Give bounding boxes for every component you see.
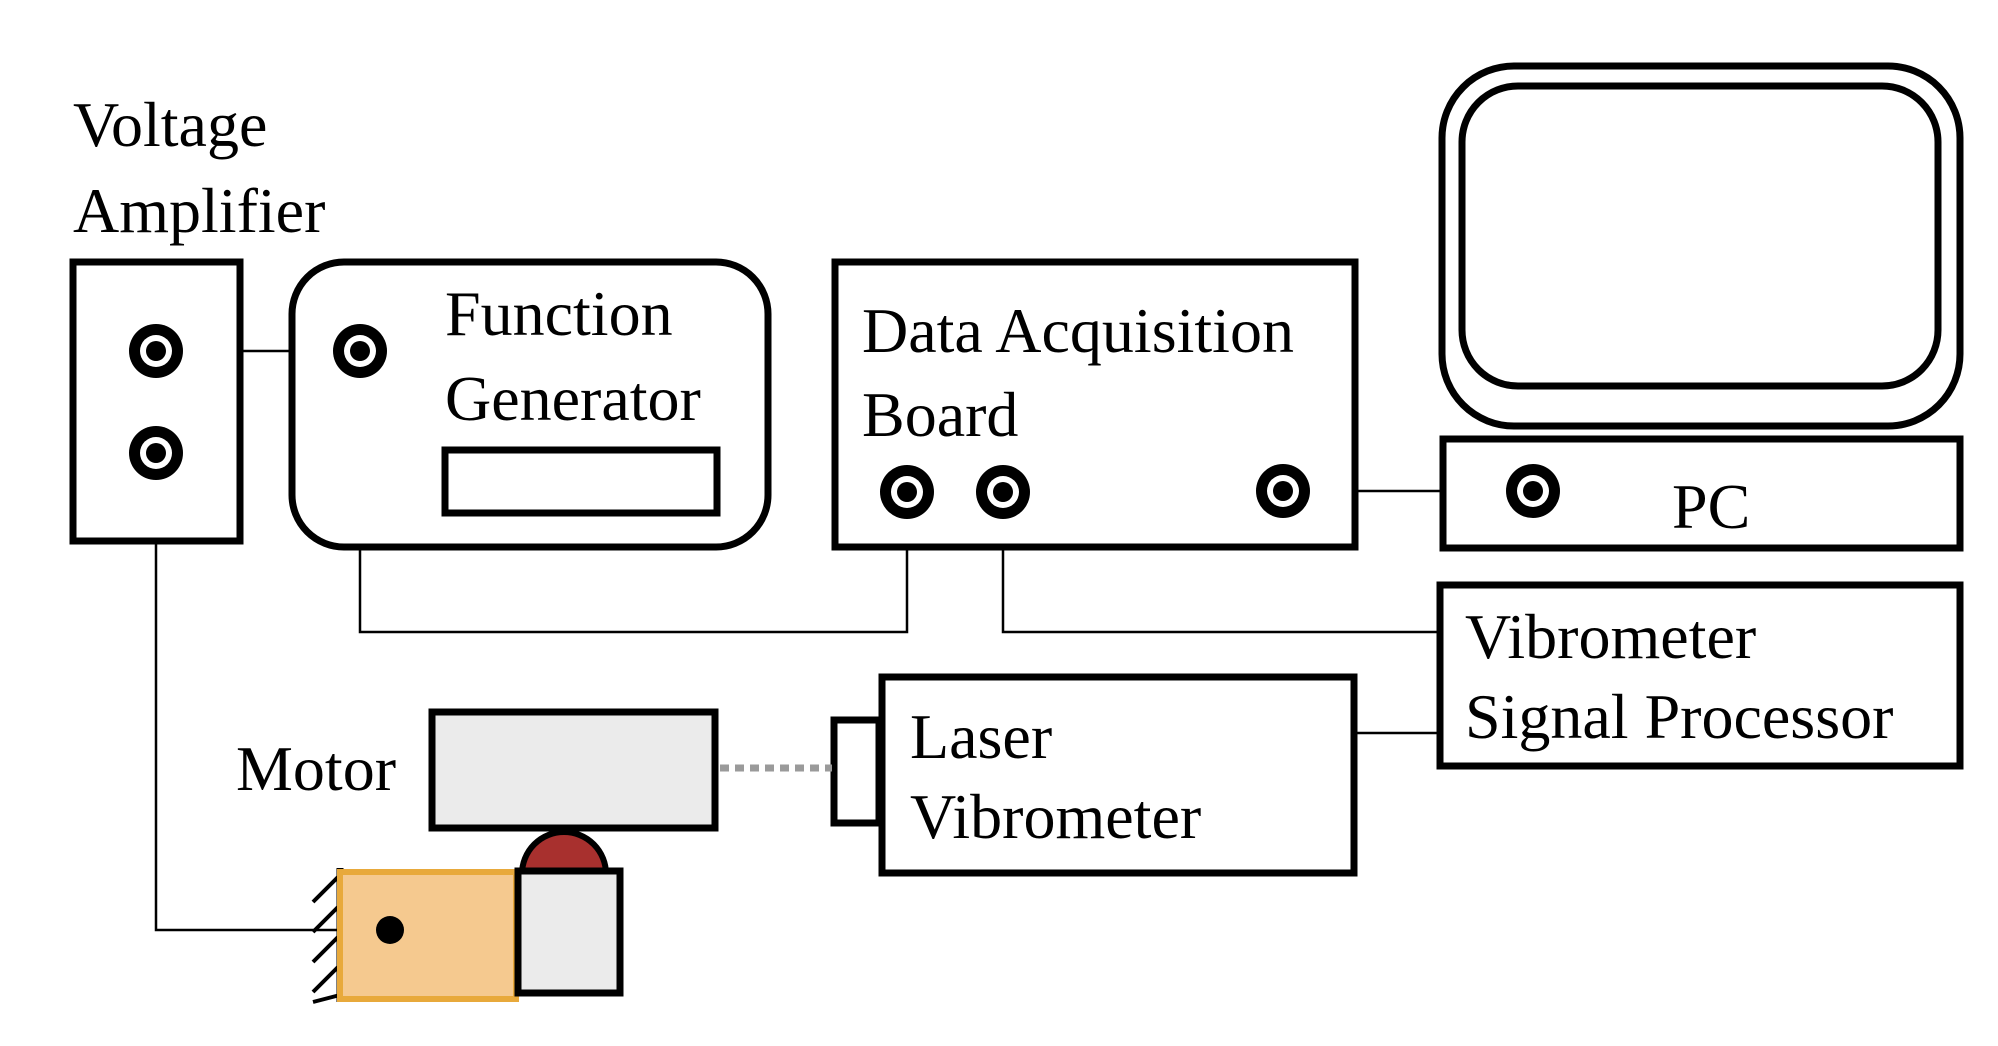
piezo-actuator [337,869,519,1002]
pc-label: PC [1672,471,1750,542]
motor-label: Motor [236,733,396,804]
voltage-amplifier: Voltage Amplifier [69,89,325,545]
piezo-connection-dot [376,916,404,944]
voltage-amplifier-box [69,258,244,545]
laser-lens-box [830,716,883,827]
mount-block [514,867,624,997]
function-generator: Function Generator [288,258,772,551]
amplifier-output-connector-icon [129,324,183,378]
vsp-label-line2: Signal Processor [1465,681,1893,752]
voltage-amplifier-label-line2: Amplifier [73,175,325,246]
function-generator-display [441,446,721,517]
voltage-amplifier-label-line1: Voltage [73,89,267,160]
amplifier-input-connector-icon [129,426,183,480]
daq-label-line1: Data Acquisition [862,295,1294,366]
pc: PC [1438,62,1964,552]
vsp-label-line1: Vibrometer [1465,601,1756,672]
wall-hatch-icon [311,873,342,1004]
daq-input-2-connector-icon [976,465,1030,519]
function-generator-label-line2: Generator [445,363,701,434]
laser-vibrometer: Laser Vibrometer [830,673,1358,877]
laser-vibrometer-label-line1: Laser [910,701,1052,772]
function-generator-connector-icon [333,324,387,378]
data-acquisition-board: Data Acquisition Board [831,258,1359,551]
red-cap [518,829,610,877]
wire-amplifier-to-piezo [154,453,390,932]
daq-input-1-connector-icon [880,465,934,519]
laser-vibrometer-label-line2: Vibrometer [910,781,1201,852]
motor-body [428,708,719,832]
motor: Motor [236,708,719,832]
daq-label-line2: Board [862,379,1018,450]
function-generator-label-line1: Function [445,278,673,349]
laser-vibrometer-box [878,673,1358,877]
daq-output-connector-icon [1256,464,1310,518]
pc-connector-icon [1506,464,1560,518]
monitor-icon [1438,62,1964,430]
actuator-assembly [311,829,624,1004]
vibrometer-signal-processor: Vibrometer Signal Processor [1436,581,1964,770]
vsp-box [1436,581,1964,770]
